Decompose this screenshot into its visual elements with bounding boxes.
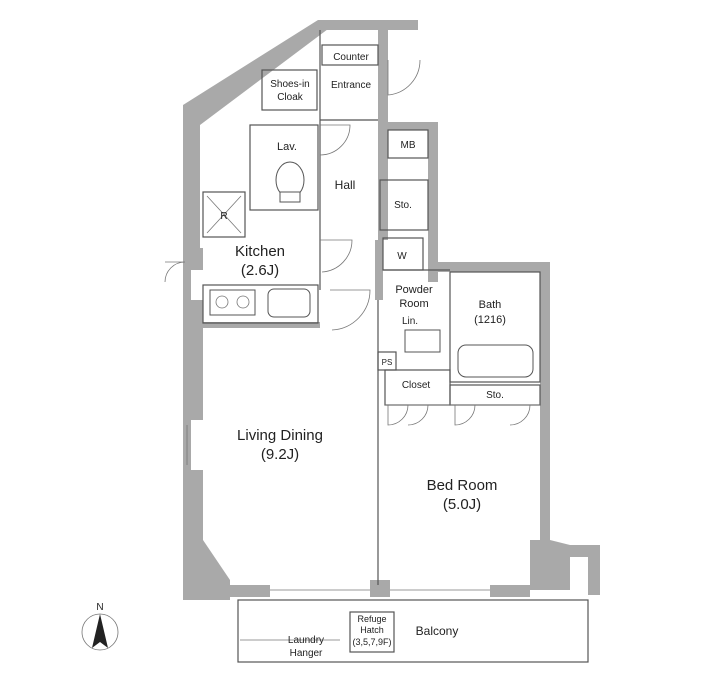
closet-label: Closet xyxy=(402,380,431,391)
lav-label: Lav. xyxy=(277,141,297,153)
shoes-in-label: Shoes-in xyxy=(270,79,309,90)
balcony-label: Balcony xyxy=(416,624,459,638)
room-label: Room xyxy=(399,298,428,310)
interior-lines xyxy=(186,30,589,663)
mb-label: MB xyxy=(401,140,416,151)
north-arrow: N xyxy=(81,602,119,651)
kitchen-label: Kitchen xyxy=(235,243,285,260)
north-label: N xyxy=(96,602,103,613)
door-swings xyxy=(164,59,531,426)
hall-label: Hall xyxy=(335,178,356,192)
walls xyxy=(183,20,600,600)
cloak-label: Cloak xyxy=(277,92,304,103)
bed-label: Bed Room xyxy=(427,477,498,494)
bed-size-label: (5.0J) xyxy=(443,496,481,513)
refuge-label: Refuge xyxy=(357,614,386,624)
sto-bed-label: Sto. xyxy=(486,390,504,401)
lin-label: Lin. xyxy=(402,316,418,327)
living-label: Living Dining xyxy=(237,427,323,444)
hatch-label: Hatch xyxy=(360,625,384,635)
hanger-label: Hanger xyxy=(290,648,323,659)
kitchen-size-label: (2.6J) xyxy=(241,262,279,279)
entrance-label: Entrance xyxy=(331,80,371,91)
w-label: W xyxy=(397,251,407,262)
living-size-label: (9.2J) xyxy=(261,446,299,463)
room-labels: Counter Entrance Shoes-in Cloak Lav. MB … xyxy=(220,52,506,659)
ps-label: PS xyxy=(382,358,393,367)
powder-label: Powder xyxy=(395,284,433,296)
sto-hall-label: Sto. xyxy=(394,200,412,211)
bath-size-label: (1216) xyxy=(474,314,506,326)
counter-label: Counter xyxy=(333,52,369,63)
bath-label: Bath xyxy=(479,299,502,311)
floors-label: (3,5,7,9F) xyxy=(352,637,391,647)
laundry-label: Laundry xyxy=(288,635,324,646)
fridge-label: R xyxy=(220,211,227,222)
